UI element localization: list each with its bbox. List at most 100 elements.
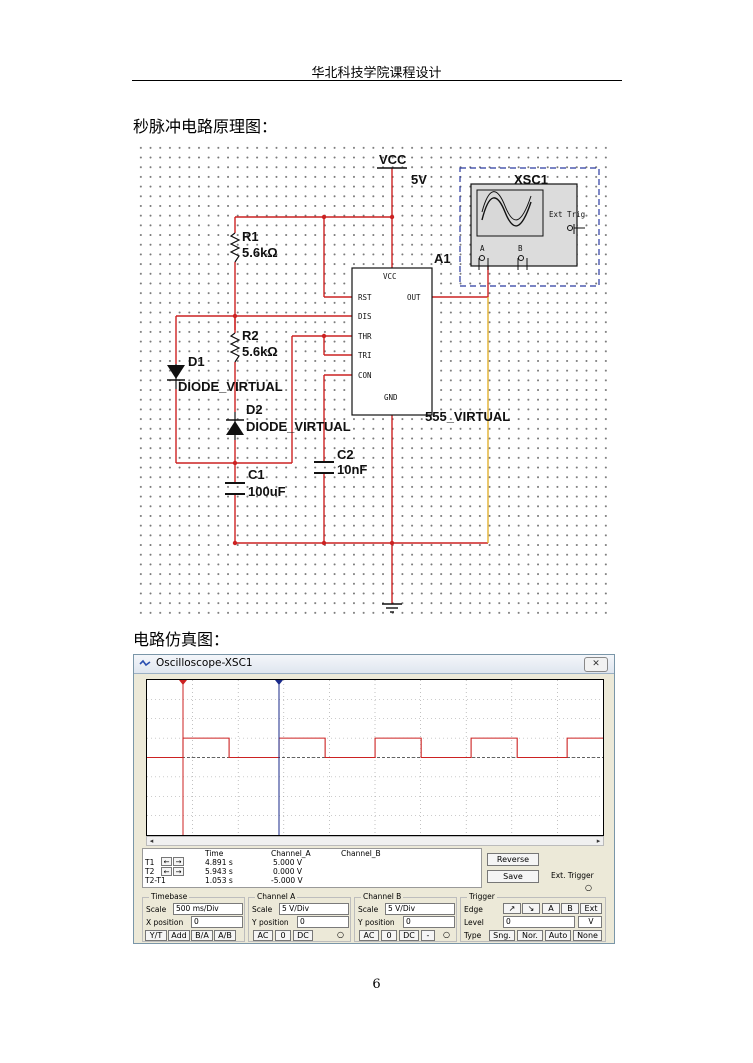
reverse-button[interactable]: Reverse — [487, 853, 539, 866]
pin-rst: RST — [358, 293, 372, 302]
cursor-t2-handle-icon — [275, 680, 283, 685]
channel-b-title: Channel B — [361, 892, 404, 901]
add-button[interactable]: Add — [168, 930, 190, 941]
chb-scale-field[interactable]: 5 V/Div — [385, 903, 455, 915]
cha-ac-button[interactable]: AC — [253, 930, 273, 941]
d1-model: DIODE_VIRTUAL — [178, 379, 283, 394]
ba-button[interactable]: B/A — [191, 930, 213, 941]
chb-minus-button[interactable]: - — [421, 930, 435, 941]
falling-edge-icon[interactable]: ↘ — [522, 903, 540, 914]
ext-trigger-terminal-icon[interactable]: ○ — [585, 883, 592, 892]
waveform-plot — [147, 680, 603, 835]
page-header: 华北科技学院课程设计 — [311, 66, 442, 81]
timebase-group: Timebase Scale 500 ms/Div X position 0 Y… — [142, 892, 245, 942]
channel-b-group: Channel B Scale 5 V/Div Y position 0 AC … — [354, 892, 457, 942]
cha-dc-button[interactable]: DC — [293, 930, 313, 941]
window-title: Oscilloscope-XSC1 — [156, 657, 253, 669]
scope-ch-a: A — [480, 244, 485, 253]
trigger-group: Trigger Edge ↗ ↘ A B Ext Level 0 V Type … — [460, 892, 606, 942]
vcc-label: VCC — [379, 152, 407, 167]
ic-ref: A1 — [434, 251, 451, 266]
level-unit-select[interactable]: V — [578, 916, 602, 928]
scope-ref: XSC1 — [514, 172, 548, 187]
cha-radio-icon[interactable]: ○ — [337, 930, 344, 939]
type-label: Type — [464, 931, 482, 940]
timebase-scale-field[interactable]: 500 ms/Div — [173, 903, 243, 915]
chb-ypos-label: Y position — [358, 918, 395, 927]
timebase-title: Timebase — [149, 892, 190, 901]
cursor-t1-handle-icon — [179, 680, 187, 685]
readout-header-chb: Channel_B — [341, 849, 381, 858]
chb-zero-button[interactable]: 0 — [381, 930, 397, 941]
scroll-right-icon[interactable]: ▸ — [596, 837, 601, 845]
chb-ac-button[interactable]: AC — [359, 930, 379, 941]
trigger-source-b-button[interactable]: B — [561, 903, 579, 914]
c2-name: C2 — [337, 447, 354, 462]
cha-scale-label: Scale — [252, 905, 273, 914]
close-icon[interactable]: ✕ — [584, 657, 608, 672]
readout-t2-label: T2 — [145, 867, 155, 876]
horizontal-scrollbar[interactable]: ◂ ▸ — [146, 836, 604, 846]
trigger-source-a-button[interactable]: A — [542, 903, 560, 914]
circuit-schematic: VCC 5V R1 5.6kΩ R2 5.6kΩ D1 DIODE_VIRTUA… — [133, 140, 614, 614]
auto-trigger-button[interactable]: Auto — [545, 930, 571, 941]
pin-thr: THR — [358, 332, 372, 341]
ab-button[interactable]: A/B — [214, 930, 236, 941]
x-position-field[interactable]: 0 — [191, 916, 243, 928]
x-position-label: X position — [146, 918, 184, 927]
yt-button[interactable]: Y/T — [145, 930, 167, 941]
scope-outline — [459, 167, 600, 287]
rising-edge-icon[interactable]: ↗ — [503, 903, 521, 914]
d2-model: DIODE_VIRTUAL — [246, 419, 351, 434]
window-titlebar[interactable]: Oscilloscope-XSC1 ✕ — [134, 655, 614, 674]
t1-left-arrow-icon[interactable]: ← — [161, 857, 172, 866]
channel-a-title: Channel A — [255, 892, 298, 901]
r2-name: R2 — [242, 328, 259, 343]
normal-trigger-button[interactable]: Nor. — [517, 930, 543, 941]
level-field[interactable]: 0 — [503, 916, 575, 928]
chb-dc-button[interactable]: DC — [399, 930, 419, 941]
readout-t2-time: 5.943 s — [205, 867, 233, 876]
vcc-value: 5V — [411, 172, 427, 187]
readout-diff-cha: -5.000 V — [271, 876, 303, 885]
pin-vcc: VCC — [383, 272, 397, 281]
save-button[interactable]: Save — [487, 870, 539, 883]
chb-radio-icon[interactable]: ○ — [443, 930, 450, 939]
simulation-caption: 电路仿真图： — [133, 630, 230, 649]
header-divider — [132, 80, 622, 81]
d2-name: D2 — [246, 402, 263, 417]
readout-t1-cha: 5.000 V — [273, 858, 302, 867]
r1-name: R1 — [242, 229, 259, 244]
t1-right-arrow-icon[interactable]: → — [173, 857, 184, 866]
cha-scale-field[interactable]: 5 V/Div — [279, 903, 349, 915]
cha-ypos-label: Y position — [252, 918, 289, 927]
c2-value: 10nF — [337, 462, 367, 477]
oscilloscope-screen — [146, 679, 604, 836]
pin-con: CON — [358, 371, 372, 380]
oscilloscope-app-icon — [139, 659, 151, 667]
t2-left-arrow-icon[interactable]: ← — [161, 867, 172, 876]
timebase-scale-label: Scale — [146, 905, 167, 914]
ic-555-body — [351, 267, 433, 416]
cha-zero-button[interactable]: 0 — [275, 930, 291, 941]
trigger-source-ext-button[interactable]: Ext — [580, 903, 602, 914]
oscilloscope-window: Oscilloscope-XSC1 ✕ ◂ ▸ Time Channel_A C… — [133, 654, 615, 944]
none-trigger-button[interactable]: None — [573, 930, 602, 941]
cha-ypos-field[interactable]: 0 — [297, 916, 349, 928]
readout-t1-label: T1 — [145, 858, 155, 867]
chb-ypos-field[interactable]: 0 — [403, 916, 455, 928]
readout-header-time: Time — [205, 849, 224, 858]
r1-value: 5.6kΩ — [242, 245, 278, 260]
c1-value: 100uF — [248, 484, 286, 499]
scope-ext-trig: Ext Trig — [549, 210, 585, 219]
readout-diff-time: 1.053 s — [205, 876, 233, 885]
single-trigger-button[interactable]: Sng. — [489, 930, 515, 941]
channel-a-trace — [147, 737, 603, 759]
channel-a-group: Channel A Scale 5 V/Div Y position 0 AC … — [248, 892, 351, 942]
pin-out: OUT — [407, 293, 421, 302]
t2-right-arrow-icon[interactable]: → — [173, 867, 184, 876]
page-number: 6 — [372, 977, 381, 992]
ic-model: 555_VIRTUAL — [425, 409, 510, 424]
readout-t2-cha: 0.000 V — [273, 867, 302, 876]
scroll-left-icon[interactable]: ◂ — [149, 837, 154, 845]
